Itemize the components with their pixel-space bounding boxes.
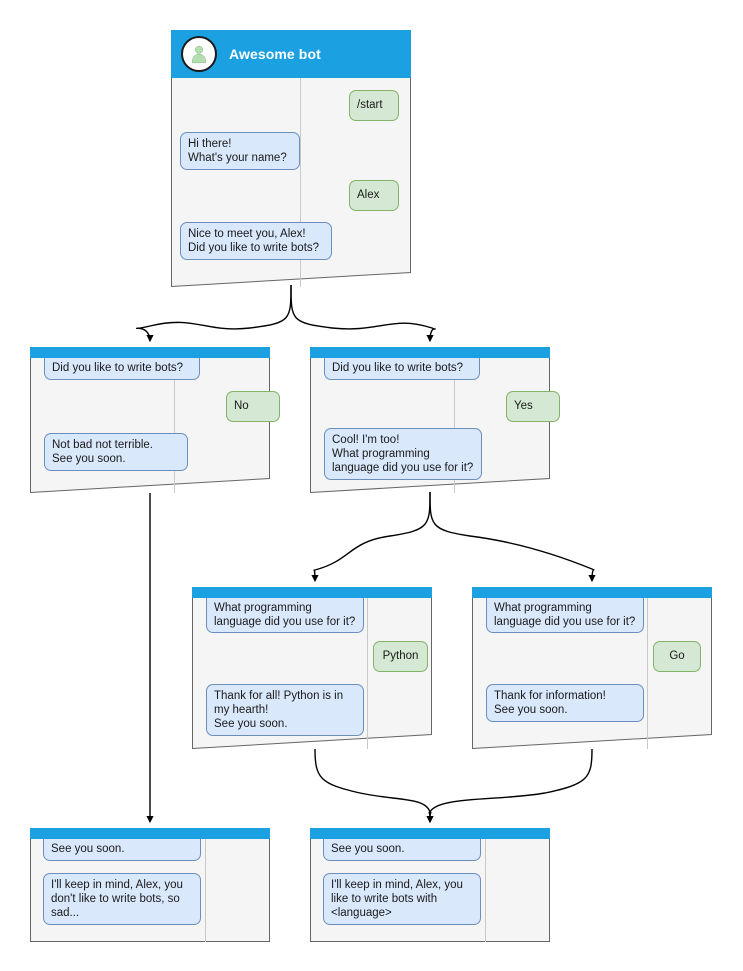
node-header-bar xyxy=(30,828,270,839)
message-list: See you soon. I'll keep in mind, Alex, y… xyxy=(30,828,270,942)
bot-name-label: Awesome bot xyxy=(229,46,321,62)
message-bubble-bot[interactable]: Hi there! What's your name? xyxy=(180,132,300,170)
node-column-divider xyxy=(647,598,648,749)
chat-node-yes-branch[interactable]: Did you like to write bots? Yes Cool! I'… xyxy=(310,347,560,493)
message-bubble-bot[interactable]: What programming language did you use fo… xyxy=(206,598,364,633)
chat-node-go-branch[interactable]: What programming language did you use fo… xyxy=(472,587,712,749)
message-bubble-bot[interactable]: Did you like to write bots? xyxy=(324,358,480,380)
node-column-divider xyxy=(454,358,455,493)
node-header-bar xyxy=(310,347,550,358)
node-header-bar xyxy=(30,347,270,358)
message-bubble-user[interactable]: No xyxy=(226,391,280,422)
message-bubble-bot[interactable]: What programming language did you use fo… xyxy=(486,598,644,633)
person-avatar-icon xyxy=(181,36,217,72)
message-bubble-bot[interactable]: Thank for all! Python is in my hearth! S… xyxy=(206,684,364,736)
message-list: What programming language did you use fo… xyxy=(192,587,432,749)
message-list: See you soon. I'll keep in mind, Alex, y… xyxy=(310,828,550,942)
message-bubble-user[interactable]: Go xyxy=(653,641,701,672)
message-bubble-bot[interactable]: See you soon. xyxy=(43,839,201,861)
node-header-bar xyxy=(192,587,432,598)
node-column-divider xyxy=(205,839,206,942)
node-column-divider xyxy=(174,358,175,493)
chat-node-end-sad[interactable]: See you soon. I'll keep in mind, Alex, y… xyxy=(30,828,270,942)
node-column-divider xyxy=(485,839,486,942)
message-bubble-user[interactable]: Alex xyxy=(349,180,399,211)
message-bubble-user[interactable]: /start xyxy=(349,90,399,121)
message-bubble-user[interactable]: Yes xyxy=(506,391,560,422)
chat-node-end-happy[interactable]: See you soon. I'll keep in mind, Alex, y… xyxy=(310,828,550,942)
node-header-bar xyxy=(472,587,712,598)
message-bubble-bot[interactable]: Cool! I'm too! What programming language… xyxy=(324,428,482,480)
chat-node-no-branch[interactable]: Did you like to write bots? No Not bad n… xyxy=(30,347,280,493)
message-bubble-bot[interactable]: See you soon. xyxy=(323,839,481,861)
message-bubble-bot[interactable]: Thank for information! See you soon. xyxy=(486,684,644,722)
message-bubble-bot[interactable]: I'll keep in mind, Alex, you don't like … xyxy=(43,873,201,925)
message-bubble-bot[interactable]: Nice to meet you, Alex! Did you like to … xyxy=(180,222,332,260)
chat-node-python-branch[interactable]: What programming language did you use fo… xyxy=(192,587,432,749)
message-bubble-user[interactable]: Python xyxy=(373,641,428,672)
node-column-divider xyxy=(300,78,301,287)
chat-node-root[interactable]: Awesome bot /start Hi there! What's your… xyxy=(171,30,411,287)
message-list: What programming language did you use fo… xyxy=(472,587,712,749)
node-column-divider xyxy=(367,598,368,749)
node-header-root: Awesome bot xyxy=(171,30,411,78)
message-list: Did you like to write bots? No Not bad n… xyxy=(30,347,280,493)
node-header-bar xyxy=(310,828,550,839)
message-list: /start Hi there! What's your name? Alex … xyxy=(171,30,411,287)
message-bubble-bot[interactable]: I'll keep in mind, Alex, you like to wri… xyxy=(323,873,481,925)
message-bubble-bot[interactable]: Not bad not terrible. See you soon. xyxy=(44,433,188,471)
message-bubble-bot[interactable]: Did you like to write bots? xyxy=(44,358,200,380)
message-list: Did you like to write bots? Yes Cool! I'… xyxy=(310,347,560,493)
